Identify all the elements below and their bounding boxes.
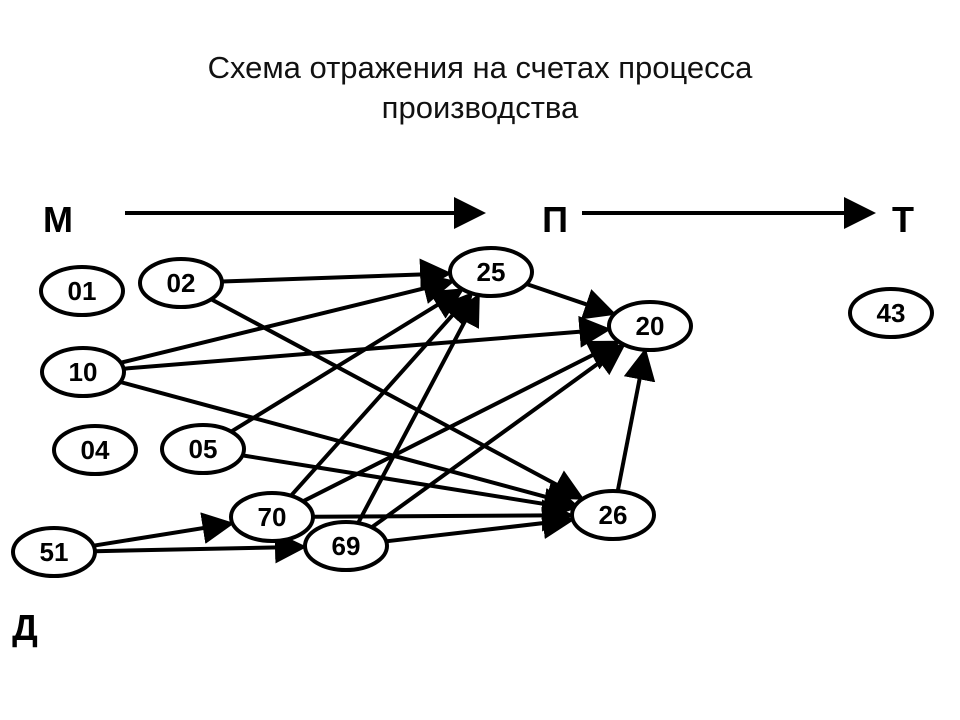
edge-69-to-25 xyxy=(356,293,480,525)
node-10-ellipse xyxy=(40,346,126,398)
edge-70-to-25 xyxy=(289,291,474,498)
node-20-label: 20 xyxy=(636,311,665,341)
phase-label-p: П xyxy=(542,199,568,240)
edge-10-to-25 xyxy=(120,272,456,365)
node-69-ellipse xyxy=(303,520,389,572)
node-70-label: 70 xyxy=(258,502,287,532)
node-26-ellipse xyxy=(570,489,656,541)
node-20: 20 xyxy=(607,300,693,352)
node-20-ellipse xyxy=(607,300,693,352)
phase-label-m: М xyxy=(43,199,73,240)
node-25-label: 25 xyxy=(477,257,506,287)
phase-label-t: Т xyxy=(892,199,914,240)
edge-10-to-26 xyxy=(119,380,578,513)
nodes-layer: 01 02 10 04 05 51 70 69 25 20 26 43 xyxy=(11,246,934,578)
edge-51-to-70 xyxy=(93,512,235,548)
edge-02-to-25 xyxy=(221,258,453,291)
node-01: 01 xyxy=(39,265,125,317)
title-line-2: производства xyxy=(381,90,579,125)
node-69-label: 69 xyxy=(332,531,361,561)
edge-26-to-20 xyxy=(615,347,656,492)
edge-05-to-25 xyxy=(230,288,465,434)
node-43-label: 43 xyxy=(877,298,906,328)
node-51: 51 xyxy=(11,526,97,578)
node-04-label: 04 xyxy=(81,435,110,465)
node-26: 26 xyxy=(570,489,656,541)
node-05-label: 05 xyxy=(189,434,218,464)
edge-02-to-26 xyxy=(210,297,585,500)
node-10-label: 10 xyxy=(69,357,98,387)
edge-70-to-20 xyxy=(302,340,621,504)
edge-51-to-69 xyxy=(94,531,307,564)
node-01-label: 01 xyxy=(68,276,97,306)
node-02-ellipse xyxy=(138,257,224,309)
node-10: 10 xyxy=(40,346,126,398)
node-02-label: 02 xyxy=(167,268,196,298)
node-26-label: 26 xyxy=(599,500,628,530)
node-02: 02 xyxy=(138,257,224,309)
title-line-1: Схема отражения на счетах процесса xyxy=(207,50,753,85)
node-25-ellipse xyxy=(448,246,534,298)
edge-69-to-20 xyxy=(370,343,626,529)
node-05-ellipse xyxy=(160,423,246,475)
phase-label-d: Д xyxy=(12,607,38,648)
node-69: 69 xyxy=(303,520,389,572)
node-51-label: 51 xyxy=(40,537,69,567)
node-04: 04 xyxy=(52,424,138,476)
edge-05-to-26 xyxy=(242,453,576,520)
edge-69-to-26 xyxy=(385,507,575,544)
node-70-ellipse xyxy=(229,491,315,543)
node-05: 05 xyxy=(160,423,246,475)
edge-70-to-26 xyxy=(312,499,574,532)
node-01-ellipse xyxy=(39,265,125,317)
node-04-ellipse xyxy=(52,424,138,476)
diagram-title: Схема отражения на счетах процесса произ… xyxy=(0,48,960,128)
edges-layer xyxy=(93,258,656,564)
edge-25-to-20 xyxy=(525,282,617,320)
node-43: 43 xyxy=(848,287,934,339)
node-25: 25 xyxy=(448,246,534,298)
node-70: 70 xyxy=(229,491,315,543)
node-51-ellipse xyxy=(11,526,97,578)
node-43-ellipse xyxy=(848,287,934,339)
